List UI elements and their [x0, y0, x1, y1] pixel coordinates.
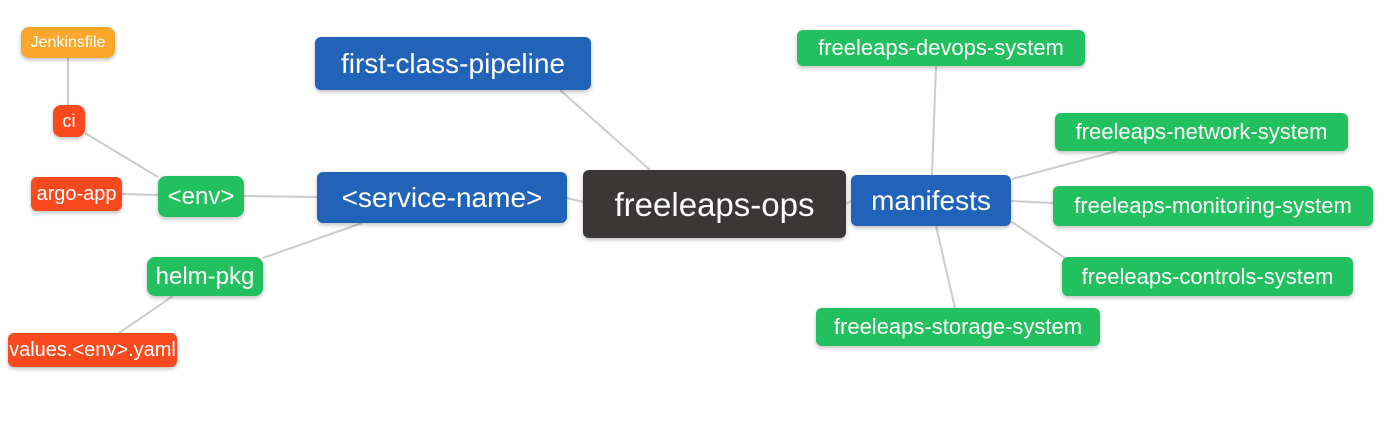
mindmap-node-jenkinsfile[interactable]: Jenkinsfile: [21, 27, 115, 58]
node-label-controls-system: freeleaps-controls-system: [1081, 263, 1334, 289]
node-label-freeleaps-ops: freeleaps-ops: [614, 185, 815, 223]
mindmap-node-devops-system[interactable]: freeleaps-devops-system: [797, 30, 1085, 66]
node-label-jenkinsfile: Jenkinsfile: [30, 33, 106, 51]
edge-manifests-to-controls-system: [1011, 221, 1066, 259]
edge-service-name-to-helm-pkg: [262, 222, 363, 259]
node-label-manifests: manifests: [871, 184, 991, 216]
edge-service-name-to-freeleaps-ops: [566, 197, 584, 203]
node-label-env: <env>: [167, 182, 235, 210]
edge-first-class-pipeline-to-freeleaps-ops: [559, 89, 651, 171]
mindmap-node-manifests[interactable]: manifests: [851, 175, 1011, 226]
node-label-devops-system: freeleaps-devops-system: [818, 35, 1064, 60]
node-label-storage-system: freeleaps-storage-system: [833, 314, 1083, 339]
mindmap-node-network-system[interactable]: freeleaps-network-system: [1055, 113, 1348, 151]
mindmap-node-storage-system[interactable]: freeleaps-storage-system: [816, 308, 1100, 346]
mindmap-node-values-env-yaml[interactable]: values.<env>.yaml: [8, 333, 177, 367]
mindmap-node-ci[interactable]: ci: [53, 105, 85, 137]
mindmap-node-monitoring-system[interactable]: freeleaps-monitoring-system: [1053, 186, 1373, 226]
mindmap-node-env[interactable]: <env>: [158, 176, 244, 217]
node-label-ci: ci: [62, 111, 76, 131]
edge-env-to-service-name: [243, 195, 318, 198]
edge-helm-pkg-to-values-env-yaml: [118, 295, 174, 334]
mindmap-node-argo-app[interactable]: argo-app: [31, 177, 122, 211]
edge-manifests-to-devops-system: [931, 65, 937, 176]
mindmap-node-helm-pkg[interactable]: helm-pkg: [147, 257, 263, 296]
node-label-argo-app: argo-app: [36, 183, 117, 205]
node-label-first-class-pipeline: first-class-pipeline: [340, 47, 566, 79]
edge-argo-app-to-env: [121, 193, 159, 196]
node-label-values-env-yaml: values.<env>.yaml: [9, 339, 176, 361]
edge-manifests-to-network-system: [1011, 150, 1118, 180]
node-label-network-system: freeleaps-network-system: [1075, 119, 1328, 144]
node-label-helm-pkg: helm-pkg: [155, 262, 255, 290]
mindmap-node-first-class-pipeline[interactable]: first-class-pipeline: [315, 37, 591, 90]
mindmap-node-service-name[interactable]: <service-name>: [317, 172, 567, 223]
mindmap-node-freeleaps-ops[interactable]: freeleaps-ops: [583, 170, 846, 238]
edge-ci-to-env: [84, 132, 159, 178]
edge-manifests-to-monitoring-system: [1010, 200, 1054, 204]
mindmap-node-controls-system[interactable]: freeleaps-controls-system: [1062, 257, 1353, 296]
node-label-monitoring-system: freeleaps-monitoring-system: [1074, 193, 1352, 218]
edge-manifests-to-storage-system: [935, 225, 956, 309]
node-label-service-name: <service-name>: [341, 181, 543, 213]
